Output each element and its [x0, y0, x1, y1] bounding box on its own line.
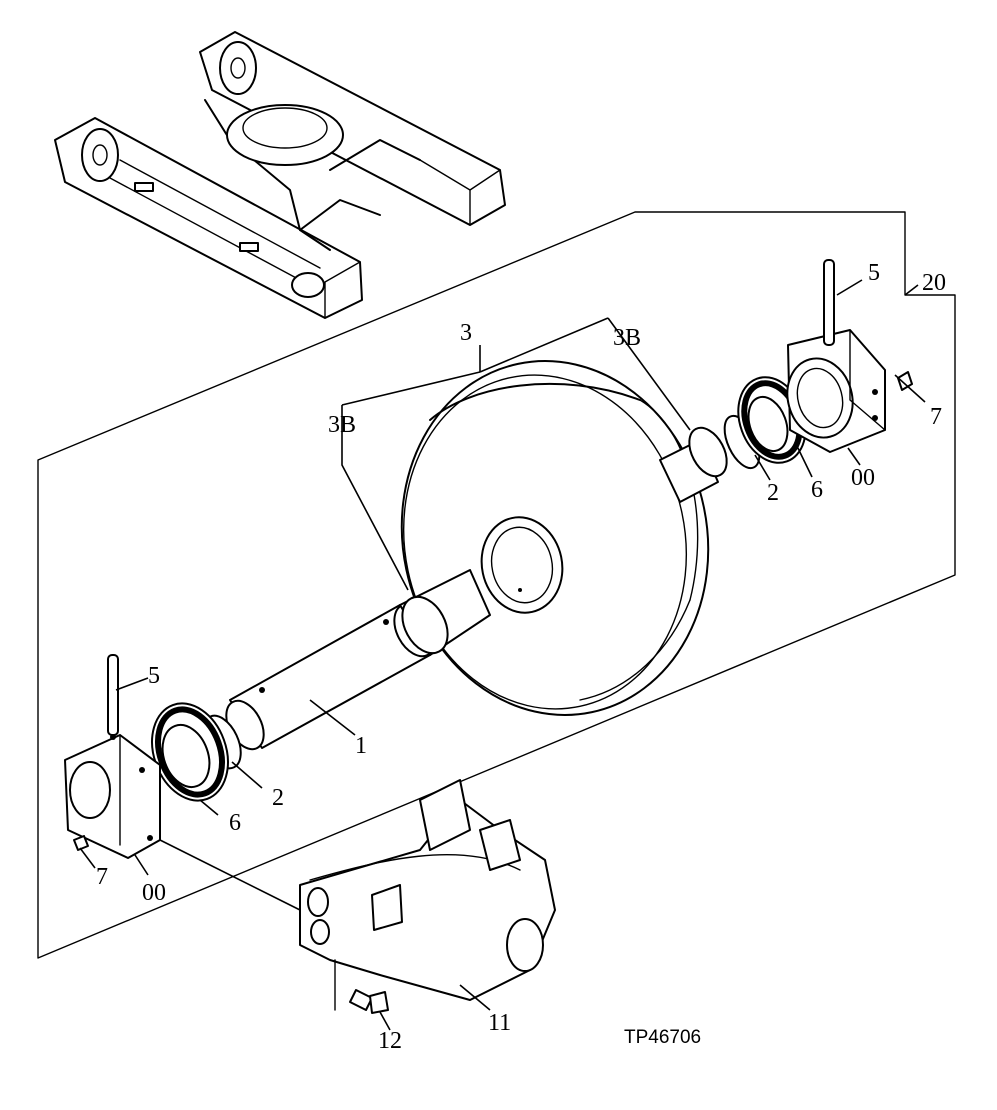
callout-12: 12: [378, 1028, 402, 1054]
callout-3b-top: 3B: [613, 325, 641, 351]
callout-6-right: 6: [811, 477, 823, 503]
callout-20: 20: [922, 270, 946, 296]
callout-2-right: 2: [767, 480, 779, 506]
bearing-housing-left: [64, 734, 161, 859]
assembly-boundary-outline: [37, 211, 956, 959]
callout-5-left: 5: [148, 663, 160, 689]
figure-id: TP46706: [624, 1027, 701, 1048]
callout-3: 3: [460, 320, 472, 346]
callout-00-right: 00: [851, 465, 875, 491]
callout-00-left: 00: [142, 880, 166, 906]
leader-lines: [79, 279, 926, 1031]
track-frame-locator-sketch: [54, 31, 506, 319]
idler-shaft: [225, 426, 728, 751]
callout-6-left: 6: [229, 810, 241, 836]
callout-7-left: 7: [96, 864, 108, 890]
idler-yoke-bracket: [299, 779, 556, 1011]
screw-right: [897, 371, 913, 391]
callout-1: 1: [355, 733, 367, 759]
front-idler-wheel: [400, 360, 710, 716]
callout-3b-left: 3B: [328, 412, 356, 438]
screw-left: [73, 835, 89, 851]
seal-left: [151, 702, 229, 802]
pin-right: [823, 259, 835, 346]
callout-7-right: 7: [930, 404, 942, 430]
callout-2-left: 2: [272, 785, 284, 811]
pin-left: [107, 654, 119, 736]
bolt: [349, 989, 389, 1014]
bearing-housing-right: [786, 329, 886, 453]
callout-11: 11: [488, 1010, 511, 1036]
callout-5-top: 5: [868, 260, 880, 286]
